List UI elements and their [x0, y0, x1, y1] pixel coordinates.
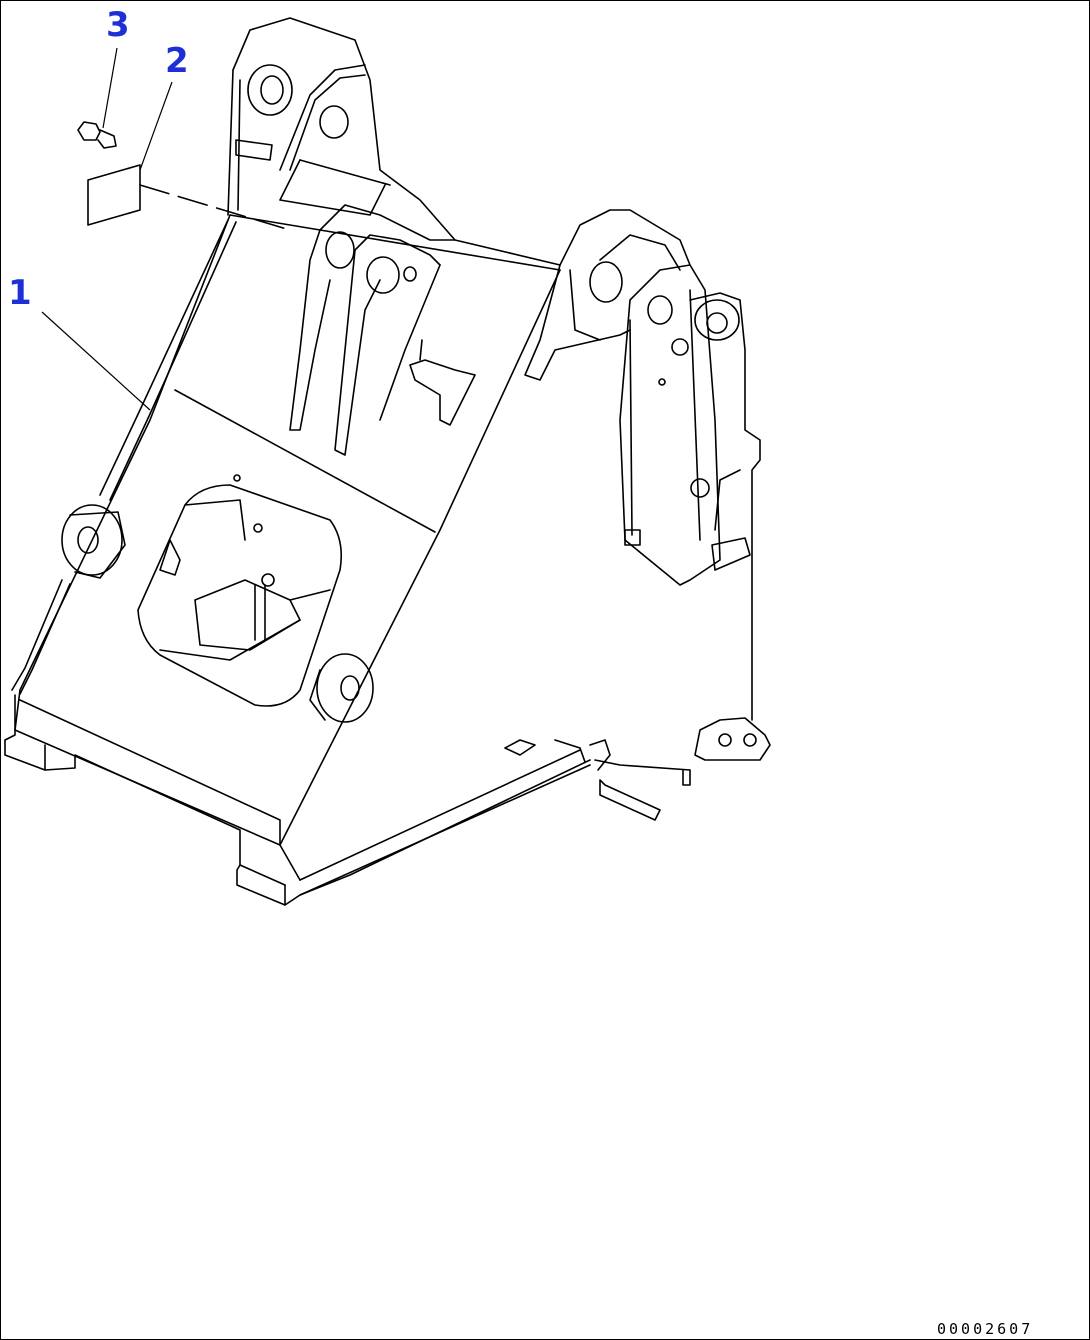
callout-2: 2	[165, 41, 189, 81]
callout-3: 3	[106, 5, 130, 45]
callout-leaders	[41, 47, 173, 411]
leader-2	[139, 81, 173, 171]
callout-1: 1	[8, 273, 32, 313]
leader-3	[102, 47, 118, 129]
leader-1	[41, 311, 151, 411]
drawing-reference-number: 00002607	[937, 1320, 1033, 1338]
front-frame-drawing	[4, 17, 771, 906]
